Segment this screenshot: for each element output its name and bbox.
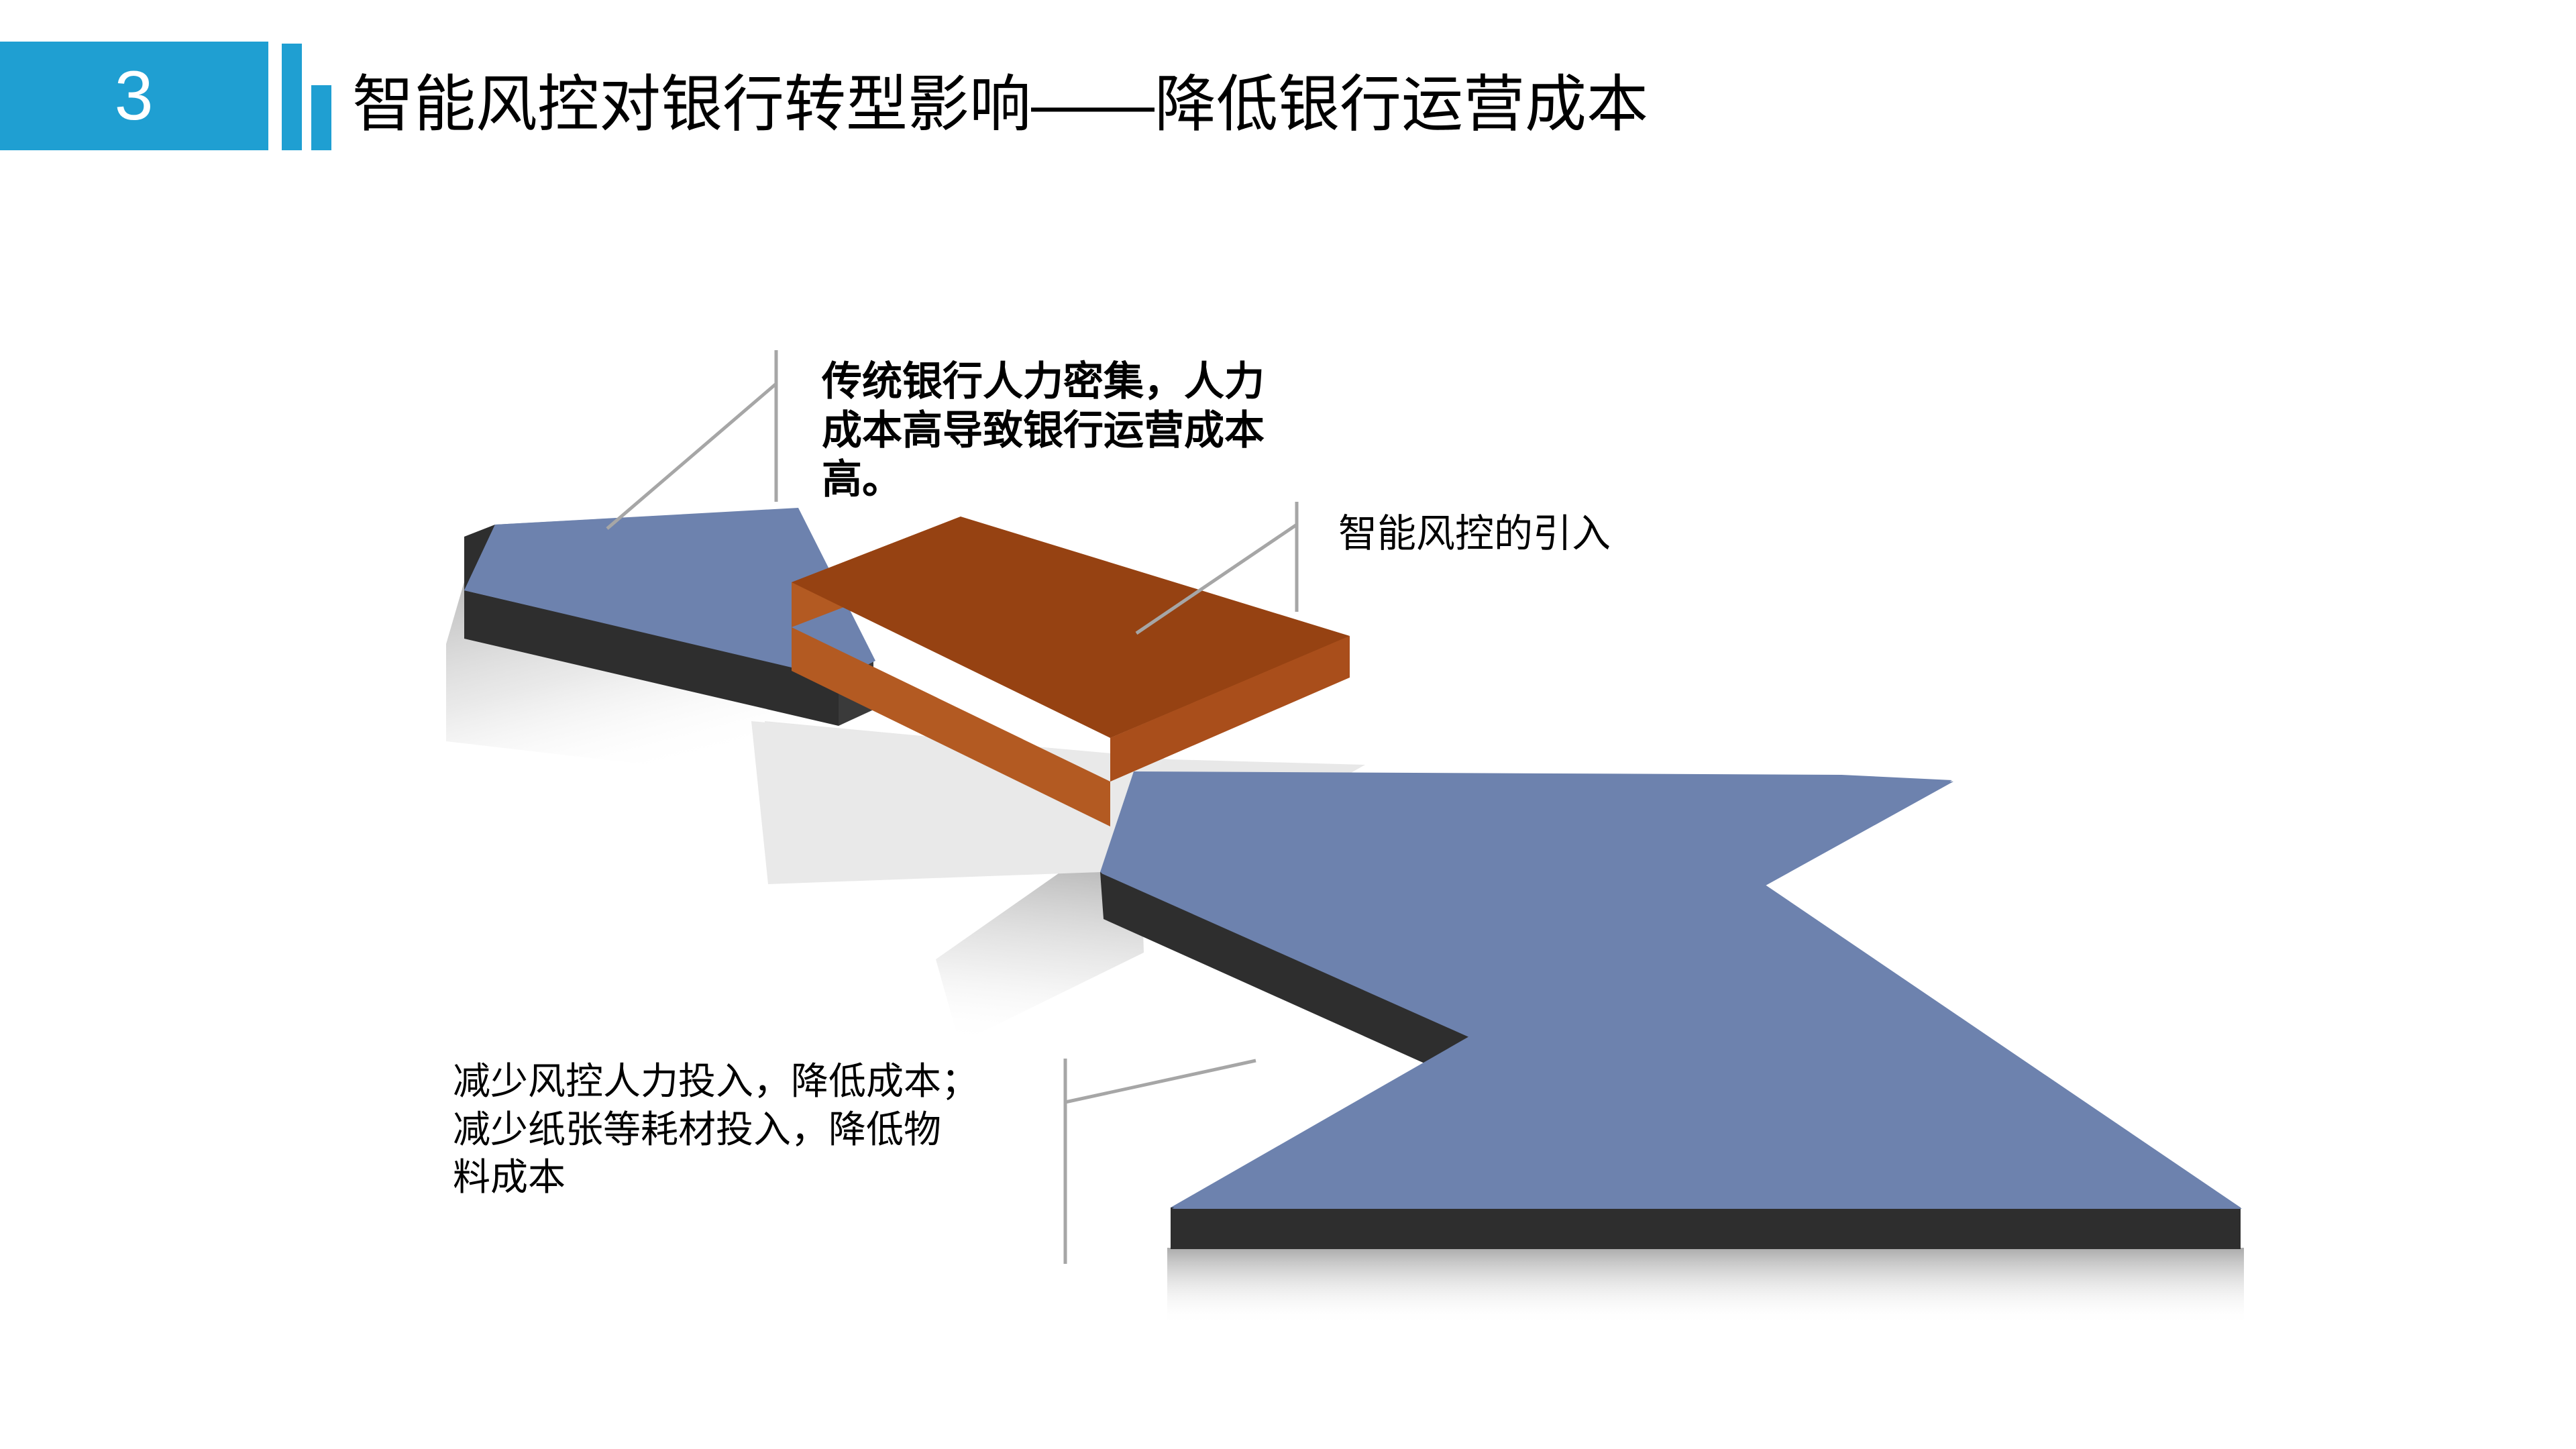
blue-arrow-3d [1100,771,2242,1249]
header-accent-bar-tall [282,44,302,150]
leader-lines [606,350,1299,1264]
annotation-smart-risk-control: 智能风控的引入 [1338,512,1611,555]
leader-line-1-diagonal [606,382,777,530]
blue-arrow-top-main [1102,773,2242,1209]
annotation-traditional-bank: 传统银行人力密集，人力 成本高导致银行运营成本 高。 [822,359,1265,502]
page-title: 智能风控对银行转型影响——降低银行运营成本 [352,70,1649,139]
blue-arrow-side-upper-left [1100,872,1469,1083]
blue-arrow-side-bottom [1171,1208,2241,1249]
blue-slab-3d [464,508,875,726]
blue-slab-top-main [464,508,875,679]
header-accent-bar-short [311,85,331,150]
slide-number: 3 [114,57,154,135]
slide-number-badge: 3 [0,42,268,150]
annotation-cost-reduction: 减少风控人力投入，降低成本； 减少纸张等耗材投入，降低物 料成本 [453,1061,979,1199]
leader-line-2-diagonal [1135,523,1298,635]
arrow-shadow-left [936,842,1144,1043]
orange-slab-side-bottom [792,627,1110,826]
orange-slab-3d [792,517,1350,826]
slide-header: 3 智能风控对银行转型影响——降低银行运营成本 [0,42,2576,156]
blue-slab-side-front [464,590,839,726]
orange-slab-top [792,517,1350,738]
orange-slab-bevel [1110,636,1350,782]
leader-line-3-diagonal [1065,1059,1256,1104]
blue-arrow-shadow [1167,1248,2244,1325]
